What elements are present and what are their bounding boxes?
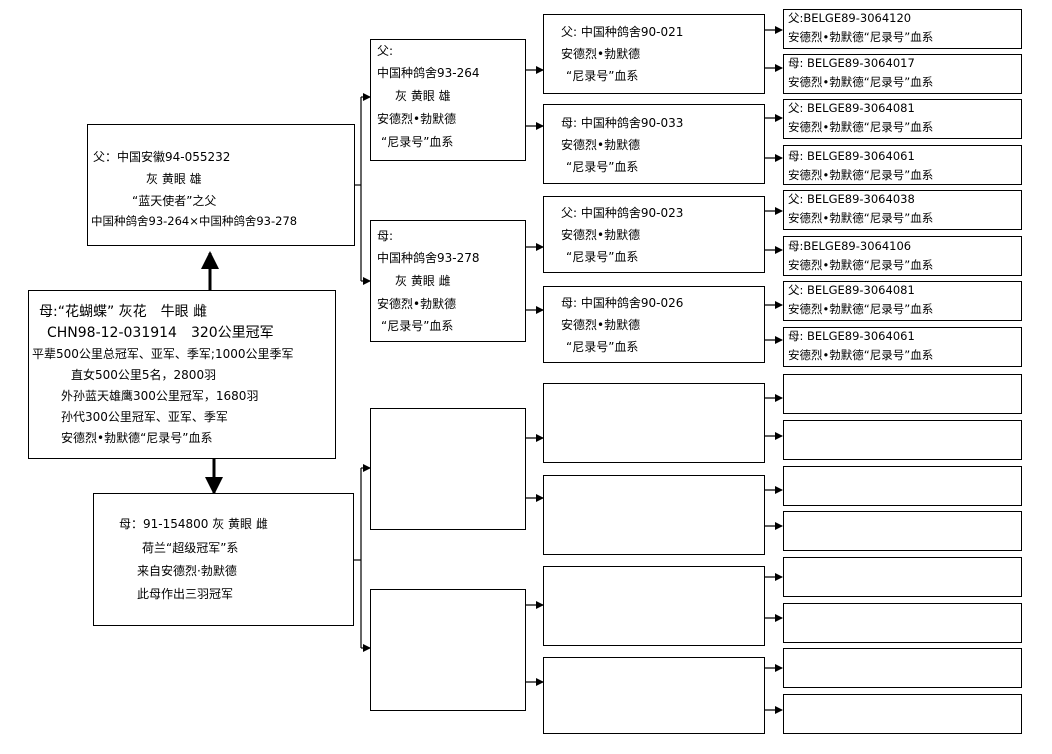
box-line: 灰 黄眼 雌 — [395, 274, 451, 288]
box-line: 父: BELGE89-3064081 — [788, 101, 915, 115]
subject-grandchild-results: 孙代300公里冠军、亚军、季军 — [61, 410, 228, 424]
gen4-box-14 — [783, 603, 1022, 643]
box-line: 安德烈•勃默德 — [377, 112, 457, 126]
box-line: 中国种鸽舍93-264 — [377, 66, 480, 80]
maternal-grandsire-box — [370, 408, 526, 530]
sire-box: 父：中国安徽94-055232 灰 黄眼 雄 “蓝天使者”之父 中国种鸽舍93-… — [87, 124, 355, 246]
box-line: 安德烈•勃默德“尼录号”血系 — [788, 75, 934, 89]
sire-ring-line: 父：中国安徽94-055232 — [93, 150, 231, 164]
box-line: 母:BELGE89-3064106 — [788, 239, 912, 253]
gen4-box-1: 父:BELGE89-3064120 安德烈•勃默德“尼录号”血系 — [783, 9, 1022, 49]
sire-title-line: “蓝天使者”之父 — [132, 194, 217, 208]
sire-parents-line: 中国种鸽舍93-264×中国种鸽舍93-278 — [91, 214, 298, 228]
box-line: “尼录号”血系 — [566, 69, 639, 83]
gen3-box-4: 母: 中国种鸽舍90-026 安德烈•勃默德 “尼录号”血系 — [543, 286, 765, 363]
dam-box: 母：91-154800 灰 黄眼 雌 荷兰“超级冠军”系 来自安德烈·勃默德 此… — [93, 493, 354, 626]
gen3-box-7 — [543, 566, 765, 646]
paternal-granddam-box: 母: 中国种鸽舍93-278 灰 黄眼 雌 安德烈•勃默德 “尼录号”血系 — [370, 220, 526, 342]
subject-ring-line: CHN98-12-031914 320公里冠军 — [47, 325, 274, 341]
subject-grandson-results: 外孙蓝天雄鹰300公里冠军，1680羽 — [61, 389, 259, 403]
box-line: 安德烈•勃默德“尼录号”血系 — [788, 302, 934, 316]
paternal-grandsire-box: 父: 中国种鸽舍93-264 灰 黄眼 雄 安德烈•勃默德 “尼录号”血系 — [370, 39, 526, 161]
gen4-box-15 — [783, 648, 1022, 688]
box-line: 安德烈•勃默德 — [561, 318, 641, 332]
box-line: 灰 黄眼 雄 — [395, 89, 451, 103]
box-line: 安德烈•勃默德 — [561, 228, 641, 242]
box-line: 安德烈•勃默德 — [377, 297, 457, 311]
gen4-box-4: 母: BELGE89-3064061 安德烈•勃默德“尼录号”血系 — [783, 145, 1022, 185]
sire-color-line: 灰 黄眼 雄 — [146, 172, 202, 186]
box-line: 安德烈•勃默德“尼录号”血系 — [788, 211, 934, 225]
box-line: 母: BELGE89-3064061 — [788, 149, 915, 163]
gen3-box-2: 母: 中国种鸽舍90-033 安德烈•勃默德 “尼录号”血系 — [543, 104, 765, 184]
box-line: 母: BELGE89-3064017 — [788, 56, 915, 70]
box-line: 父: 中国种鸽舍90-021 — [561, 25, 684, 39]
gen4-box-2: 母: BELGE89-3064017 安德烈•勃默德“尼录号”血系 — [783, 54, 1022, 94]
box-line: “尼录号”血系 — [566, 340, 639, 354]
gen4-box-9 — [783, 374, 1022, 414]
gen4-box-13 — [783, 557, 1022, 597]
gen4-box-16 — [783, 694, 1022, 734]
gen3-box-5 — [543, 383, 765, 463]
box-line: 父: — [377, 44, 394, 58]
gen4-box-11 — [783, 466, 1022, 506]
box-line: 父:BELGE89-3064120 — [788, 11, 912, 25]
box-line: “尼录号”血系 — [566, 160, 639, 174]
box-line: “尼录号”血系 — [566, 250, 639, 264]
gen4-box-3: 父: BELGE89-3064081 安德烈•勃默德“尼录号”血系 — [783, 99, 1022, 139]
box-line: 母: — [377, 229, 394, 243]
box-line: 母: 中国种鸽舍90-033 — [561, 116, 684, 130]
box-line: 母: BELGE89-3064061 — [788, 329, 915, 343]
box-line: 安德烈•勃默德“尼录号”血系 — [788, 120, 934, 134]
gen3-box-1: 父: 中国种鸽舍90-021 安德烈•勃默德 “尼录号”血系 — [543, 14, 765, 94]
gen3-box-3: 父: 中国种鸽舍90-023 安德烈•勃默德 “尼录号”血系 — [543, 196, 765, 273]
dam-family-line: 荷兰“超级冠军”系 — [142, 541, 239, 555]
gen3-box-8 — [543, 657, 765, 734]
subject-box: 母:“花蝴蝶” 灰花 牛眼 雌 CHN98-12-031914 320公里冠军 … — [28, 290, 336, 459]
box-line: 安德烈•勃默德 — [561, 47, 641, 61]
maternal-granddam-box — [370, 589, 526, 711]
box-line: 中国种鸽舍93-278 — [377, 251, 480, 265]
box-line: 父: BELGE89-3064081 — [788, 283, 915, 297]
box-line: 安德烈•勃默德 — [561, 138, 641, 152]
subject-name-line: 母:“花蝴蝶” 灰花 牛眼 雌 — [39, 304, 208, 320]
dam-ring-line: 母：91-154800 灰 黄眼 雌 — [119, 517, 268, 531]
box-line: 母: 中国种鸽舍90-026 — [561, 296, 684, 310]
box-line: 安德烈•勃默德“尼录号”血系 — [788, 348, 934, 362]
gen3-box-6 — [543, 475, 765, 555]
gen4-box-12 — [783, 511, 1022, 551]
box-line: 安德烈•勃默德“尼录号”血系 — [788, 168, 934, 182]
box-line: 父: 中国种鸽舍90-023 — [561, 206, 684, 220]
gen4-box-8: 母: BELGE89-3064061 安德烈•勃默德“尼录号”血系 — [783, 327, 1022, 367]
box-line: 安德烈•勃默德“尼录号”血系 — [788, 258, 934, 272]
gen4-box-10 — [783, 420, 1022, 460]
dam-origin-line: 来自安德烈·勃默德 — [137, 564, 237, 578]
dam-performance-line: 此母作出三羽冠军 — [137, 587, 234, 601]
box-line: 安德烈•勃默德“尼录号”血系 — [788, 30, 934, 44]
box-line: “尼录号”血系 — [381, 319, 454, 333]
gen4-box-7: 父: BELGE89-3064081 安德烈•勃默德“尼录号”血系 — [783, 281, 1022, 321]
gen4-box-5: 父: BELGE89-3064038 安德烈•勃默德“尼录号”血系 — [783, 190, 1022, 230]
subject-sibling-results: 平辈500公里总冠军、亚军、季军;1000公里季军 — [32, 347, 294, 361]
gen4-box-6: 母:BELGE89-3064106 安德烈•勃默德“尼录号”血系 — [783, 236, 1022, 276]
subject-daughter-results: 直女500公里5名，2800羽 — [71, 368, 217, 382]
subject-bloodline: 安德烈•勃默德“尼录号”血系 — [61, 431, 213, 445]
box-line: “尼录号”血系 — [381, 135, 454, 149]
box-line: 父: BELGE89-3064038 — [788, 192, 915, 206]
